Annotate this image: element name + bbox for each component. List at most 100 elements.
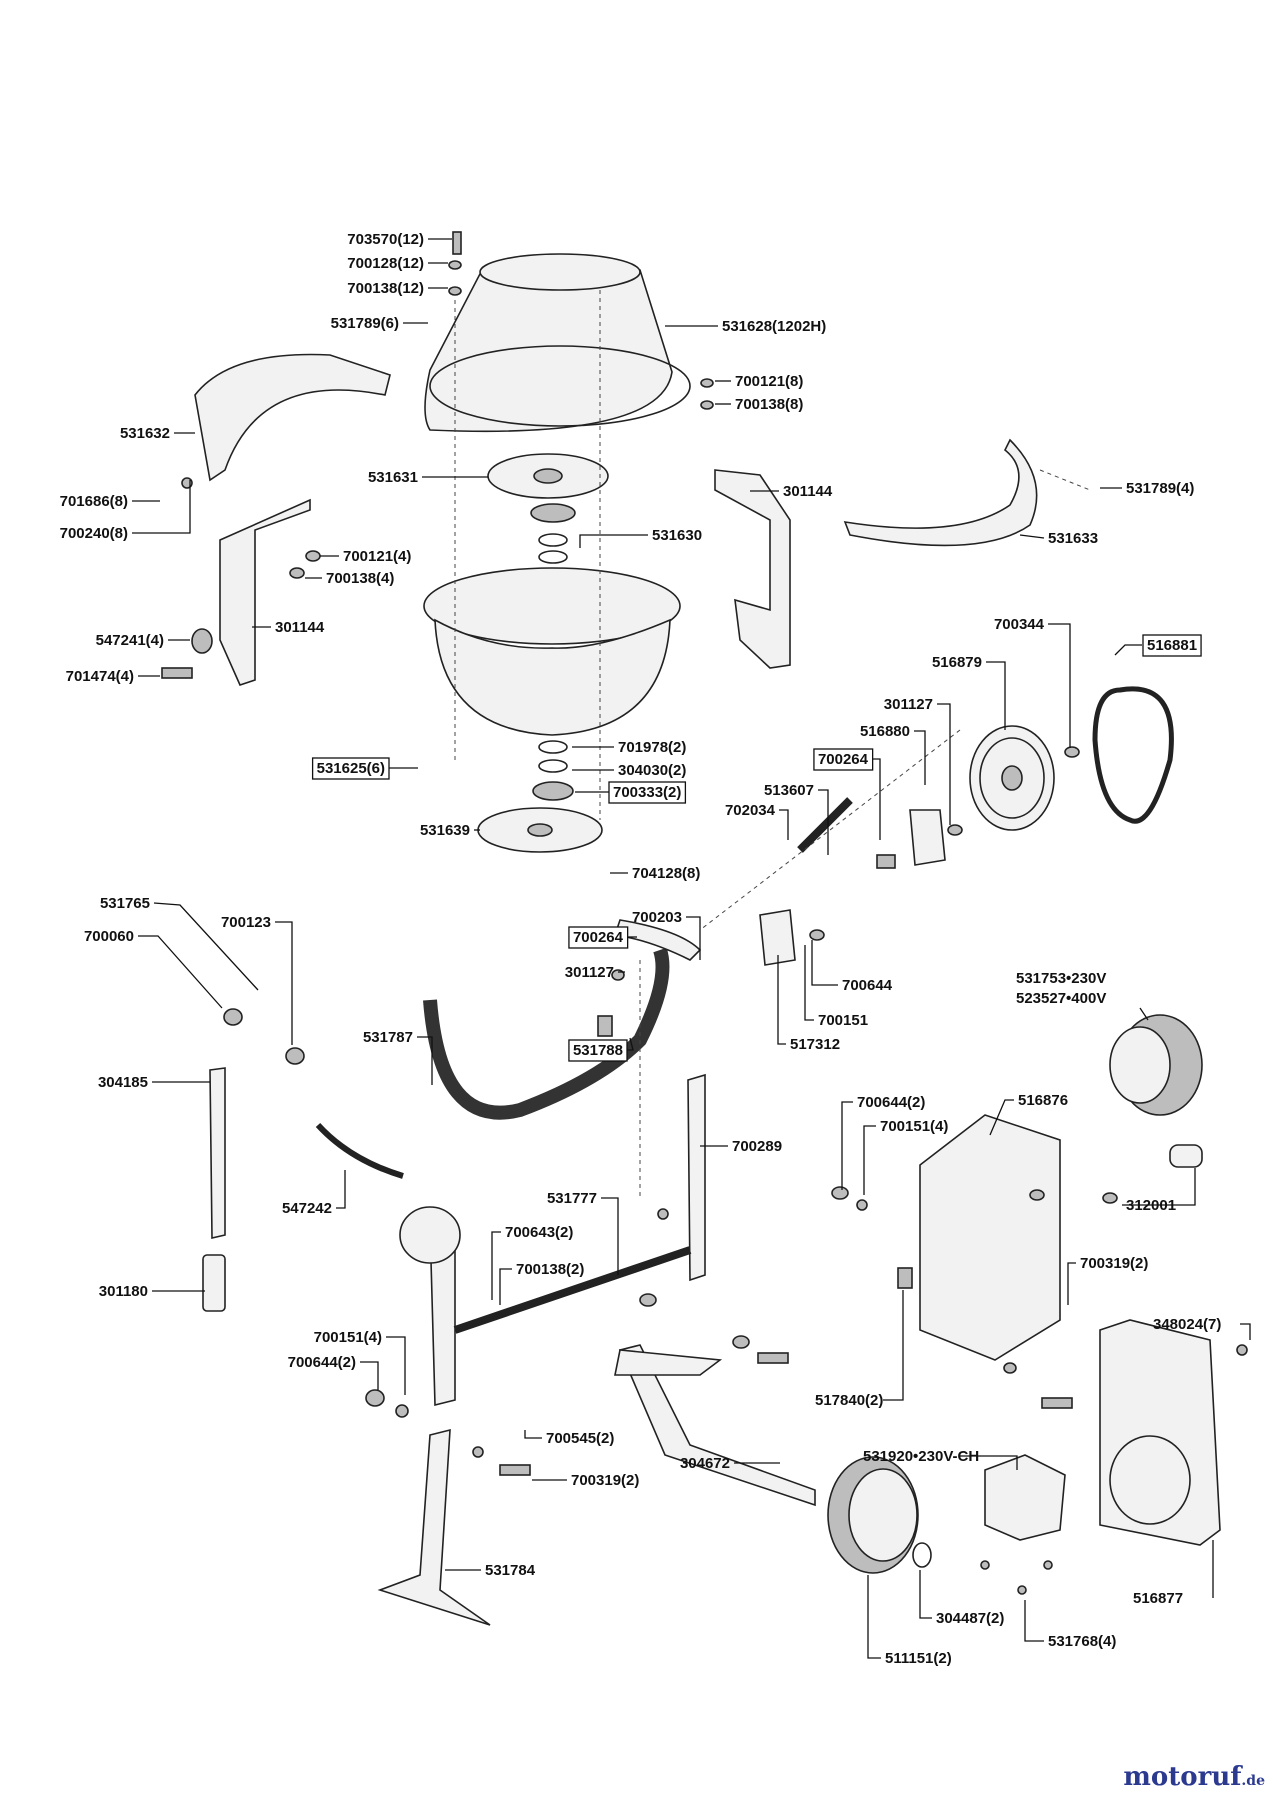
part-label-11: 531633 [1048,530,1098,547]
part-label-15: 700121(4) [343,548,411,565]
leader-line [779,809,789,840]
part-number: 700123 [221,914,271,931]
part-number: 700264 [818,751,869,768]
stand-tube [209,1067,226,1240]
part-label-63: 700545(2) [546,1430,614,1447]
capacitor [1169,1144,1203,1168]
part-number: 531788 [573,1042,623,1059]
part-label-43: 523527•400V [1016,990,1106,1007]
fasteners [161,231,1248,1595]
part-label-9: 531789(4) [1126,480,1194,497]
part-number: 523527•400V [1016,990,1106,1007]
label-box [1142,634,1202,657]
part-label-10: 301144 [783,483,833,500]
part-label-5: 700121(8) [735,373,803,390]
brand-logo: motoruf.de [1123,1762,1265,1792]
part-label-18: 547241(4) [96,632,164,649]
part-label-14: 531630 [652,527,702,544]
part-number: 301127 [565,964,614,981]
part-number: 700344 [994,616,1045,633]
part-label-21: 516881 [1142,634,1202,657]
part-number: 704128(8) [632,865,700,882]
part-label-60: 700151(4) [314,1329,382,1346]
shaft [797,797,853,853]
part-label-28: 700264 [813,748,874,771]
leader-line [937,703,951,825]
part-label-57: 301180 [99,1283,148,1300]
leader-line [275,921,293,1045]
brand-name: motoruf [1123,1762,1242,1792]
part-number: 700128(12) [347,255,424,272]
leader-line [601,1197,619,1275]
frame [399,1073,816,1507]
part-number: 700138(2) [516,1261,584,1278]
leader-line [818,789,829,855]
stand-leg [377,1428,491,1626]
part-number: 700151 [818,1012,868,1029]
part-label-69: 304487(2) [936,1610,1004,1627]
bracket-left [219,498,311,686]
drum-mounting-plates [477,453,609,853]
part-label-37: 700060 [84,928,134,945]
part-label-47: 304185 [98,1074,148,1091]
part-label-30: 513607 [764,782,814,799]
part-number: 531777 [547,1190,597,1207]
leader-line [153,902,259,991]
leader-line [417,1036,433,1085]
leader-line [1122,1168,1196,1206]
leader-line [686,916,701,960]
motor-housing [919,1114,1061,1361]
leader-line [1048,623,1071,748]
part-number: 511151(2) [885,1650,952,1667]
part-label-36: 700123 [221,914,271,931]
part-number: 304672 [680,1455,730,1472]
label-box [568,1039,628,1062]
part-number: 700121(4) [343,548,411,565]
leader-line [132,480,191,534]
leader-line [1067,1262,1076,1305]
part-number: 304487(2) [936,1610,1004,1627]
label-box [813,748,874,771]
support-strap [315,1122,404,1179]
leader-line [1019,534,1045,539]
part-label-32: 531639 [420,822,470,839]
part-number: 700643(2) [505,1224,573,1241]
part-label-2: 700138(12) [347,280,424,297]
leader-line [336,1170,346,1209]
leader-line [883,1290,904,1401]
part-number: 531789(6) [331,315,399,332]
fan-grille [1109,1435,1191,1525]
part-number: 531789(4) [1126,480,1194,497]
part-number: 700138(8) [735,396,803,413]
part-number: 516877 [1133,1590,1183,1607]
wheel-washer [912,1542,932,1568]
part-label-66: 700319(2) [571,1472,639,1489]
part-number: 531633 [1048,530,1098,547]
part-label-7: 531632 [120,425,170,442]
part-number: 700644 [842,977,893,994]
part-number: 531632 [120,425,170,442]
leader-lines [132,238,1251,1659]
part-number: 531631 [368,469,418,486]
part-label-52: 312001 [1126,1197,1176,1214]
part-number: 312001 [1126,1197,1176,1214]
part-label-0: 703570(12) [347,231,424,248]
part-number: 516881 [1147,637,1197,654]
part-label-34: 531765 [100,895,150,912]
part-number: 700319(2) [571,1472,639,1489]
part-number: 516880 [860,723,910,740]
part-labels: 703570(12) 700128(12) 700138(12) 531789(6) 5… [60,231,1222,1667]
part-number: 531787 [363,1029,413,1046]
part-label-68: 516877 [1133,1590,1183,1607]
part-label-62: 517840(2) [815,1392,883,1409]
part-number: 348024(7) [1153,1316,1221,1333]
wheel [827,1456,919,1574]
part-number: 701978(2) [618,739,686,756]
part-number: 700203 [632,909,682,926]
part-number: 700644(2) [288,1354,356,1371]
leader-line [1024,1600,1044,1642]
part-label-13: 700240(8) [60,525,128,542]
part-number: 517840(2) [815,1392,883,1409]
part-number: 700121(8) [735,373,803,390]
